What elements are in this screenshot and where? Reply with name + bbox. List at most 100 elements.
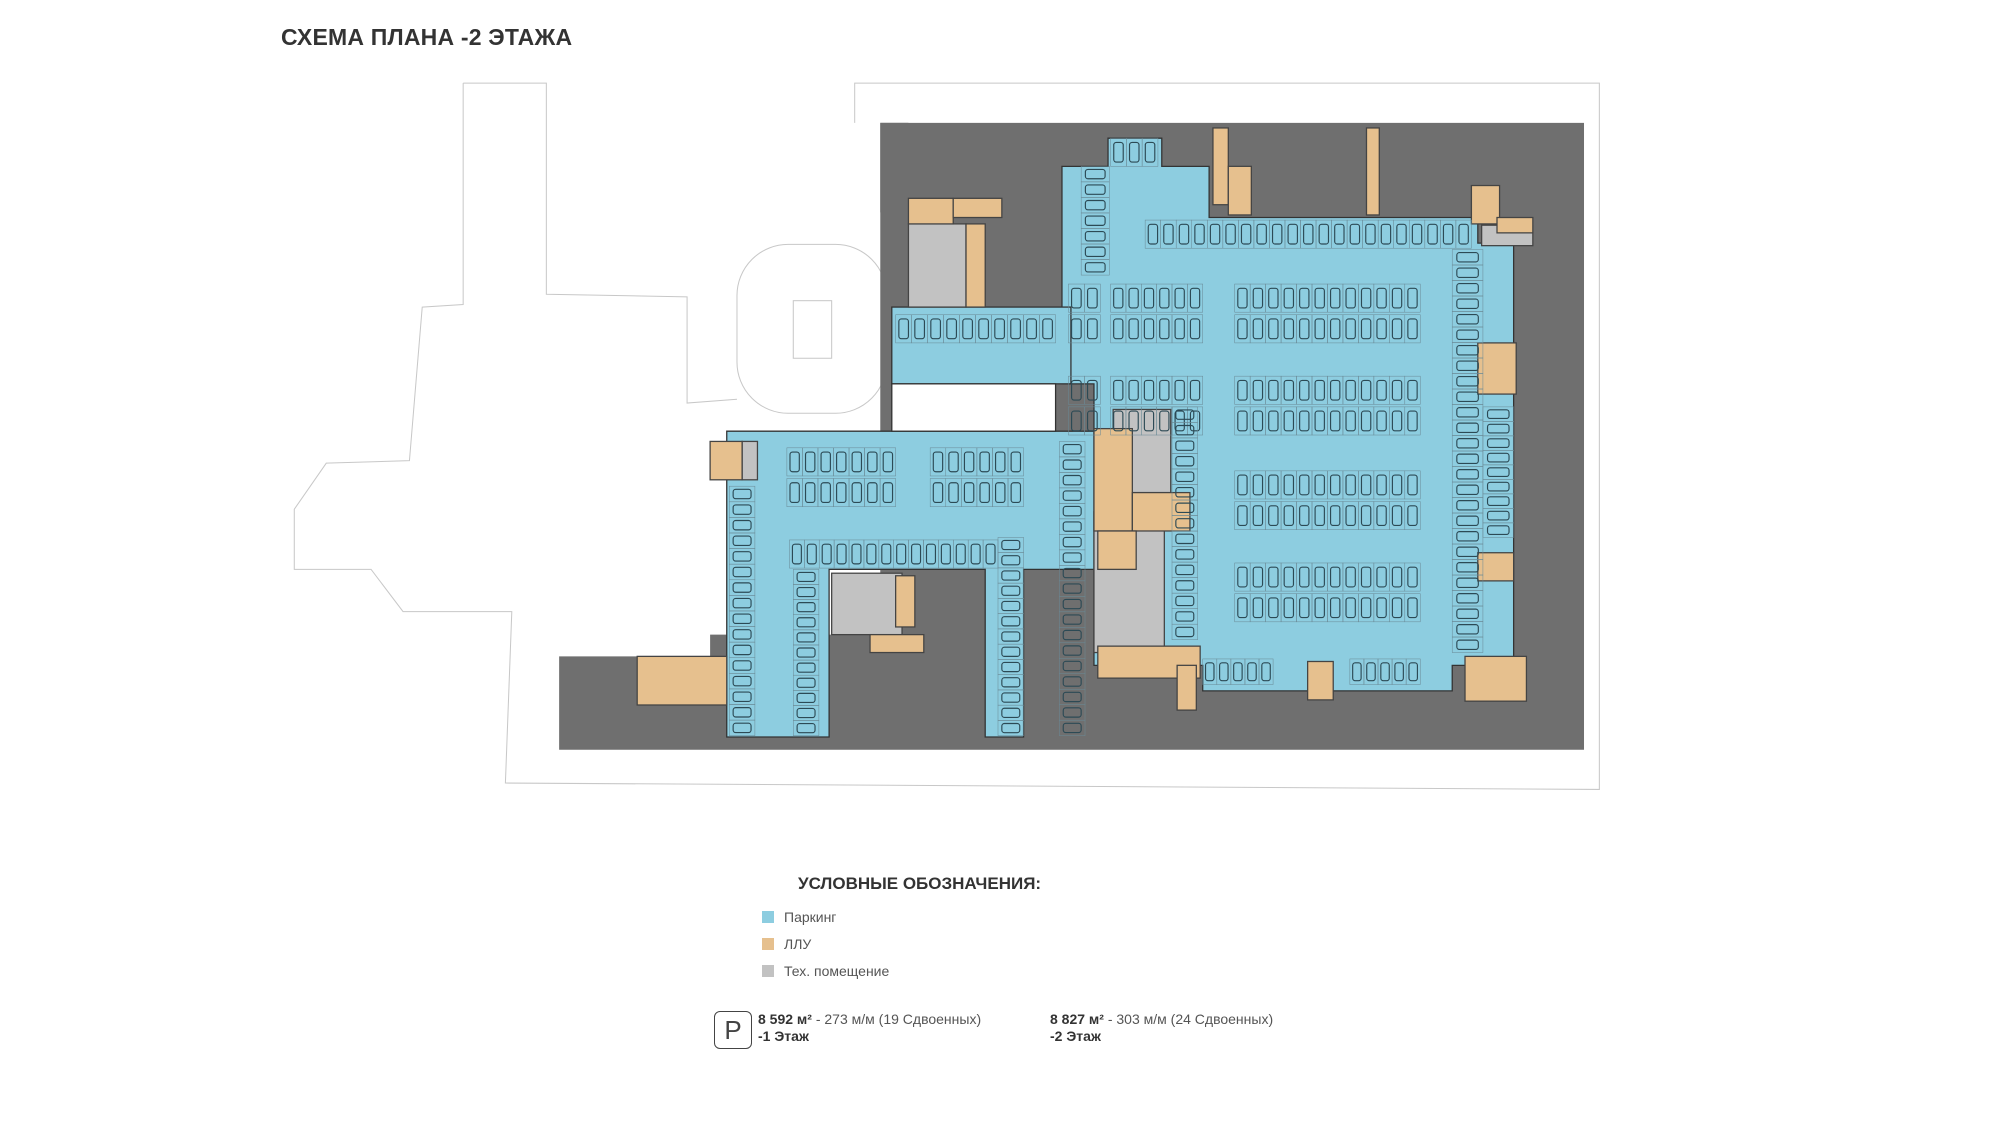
car-icon — [1365, 223, 1376, 245]
car-icon — [978, 318, 989, 340]
stat-floor: -2 Этаж — [1050, 1028, 1101, 1044]
car-icon — [1128, 287, 1139, 309]
car-icon — [1084, 231, 1106, 242]
car-icon — [1407, 597, 1418, 619]
parking-stall — [1039, 314, 1056, 344]
car-icon — [1456, 314, 1479, 325]
car-icon — [932, 482, 944, 504]
car-icon — [985, 543, 996, 565]
car-icon — [1314, 597, 1325, 619]
car-icon — [1240, 223, 1252, 245]
car-icon — [1268, 597, 1279, 619]
parking-stall — [1187, 283, 1203, 313]
car-icon — [732, 597, 752, 609]
car-icon — [1376, 566, 1387, 588]
car-icon — [1062, 552, 1082, 563]
car-icon — [882, 482, 894, 504]
parking-stall — [1007, 478, 1024, 507]
car-icon — [1001, 631, 1021, 642]
car-icon — [1062, 505, 1082, 517]
parking-stalls — [729, 137, 1514, 736]
car-icon — [1456, 345, 1479, 356]
car-icon — [1360, 287, 1372, 309]
car-icon — [1360, 318, 1372, 340]
car-icon — [1084, 262, 1106, 273]
car-icon — [914, 318, 926, 340]
car-icon — [1391, 287, 1403, 309]
car-icon — [1345, 474, 1356, 496]
car-icon — [1062, 474, 1082, 486]
car-icon — [1147, 223, 1159, 245]
car-icon — [1283, 410, 1295, 432]
parking-stall — [1084, 375, 1101, 405]
car-icon — [1237, 566, 1248, 588]
car-icon — [1329, 597, 1341, 619]
car-icon — [1456, 438, 1479, 449]
car-icon — [1287, 223, 1298, 245]
car-icon — [1352, 662, 1362, 682]
car-icon — [925, 543, 937, 565]
car-icon — [1252, 287, 1264, 309]
car-icon — [1456, 267, 1479, 278]
legend-item-tech: Тех. помещение — [762, 963, 889, 979]
car-icon — [1380, 662, 1390, 682]
car-icon — [1252, 566, 1264, 588]
car-icon — [732, 504, 752, 515]
car-icon — [1314, 505, 1325, 527]
car-icon — [1252, 379, 1264, 401]
car-icon — [1456, 376, 1479, 387]
car-icon — [1349, 223, 1361, 245]
stat-details: - 303 м/м (24 Сдвоенных) — [1103, 1011, 1274, 1027]
car-icon — [1062, 691, 1082, 703]
car-icon — [1407, 287, 1418, 309]
car-icon — [796, 692, 816, 704]
car-icon — [1329, 474, 1341, 496]
parking-stall — [1084, 406, 1101, 436]
car-icon — [963, 482, 975, 504]
page-title: СХЕМА ПЛАНА -2 ЭТАЖА — [281, 24, 573, 50]
car-icon — [1001, 570, 1021, 581]
car-icon — [911, 543, 922, 565]
car-icon — [1299, 566, 1310, 588]
car-icon — [1237, 410, 1248, 432]
car-icon — [940, 543, 951, 565]
car-icon — [732, 519, 752, 531]
car-icon — [1299, 318, 1310, 340]
car-icon — [1345, 566, 1356, 588]
legend-label: Тех. помещение — [784, 963, 890, 979]
car-icon — [1456, 407, 1479, 418]
car-icon — [1456, 577, 1479, 589]
car-icon — [1486, 423, 1510, 434]
car-icon — [1070, 379, 1082, 401]
car-icon — [1329, 566, 1341, 588]
car-icon — [1001, 707, 1021, 718]
parking-stall — [879, 478, 896, 507]
car-icon — [1268, 410, 1279, 432]
car-icon — [867, 451, 878, 473]
car-icon — [1486, 467, 1510, 478]
car-icon — [1113, 410, 1124, 432]
car-icon — [1086, 318, 1098, 340]
car-icon — [1456, 608, 1479, 620]
car-icon — [1391, 318, 1403, 340]
parking-stall — [1007, 447, 1024, 477]
car-icon — [732, 566, 752, 578]
car-icon — [1159, 318, 1170, 340]
car-icon — [1086, 410, 1098, 432]
car-icon — [1360, 566, 1372, 588]
car-icon — [881, 543, 892, 565]
car-icon — [1345, 505, 1356, 527]
car-icon — [1001, 600, 1021, 612]
car-icon — [1314, 566, 1325, 588]
car-icon — [1376, 318, 1387, 340]
car-icon — [1062, 676, 1082, 687]
car-icon — [789, 482, 800, 504]
car-icon — [1225, 223, 1236, 245]
car-icon — [1391, 566, 1403, 588]
car-icon — [1175, 533, 1195, 545]
car-icon — [1456, 360, 1479, 371]
car-icon — [1268, 474, 1279, 496]
car-icon — [1329, 287, 1341, 309]
car-icon — [1237, 505, 1248, 527]
car-icon — [948, 451, 959, 473]
